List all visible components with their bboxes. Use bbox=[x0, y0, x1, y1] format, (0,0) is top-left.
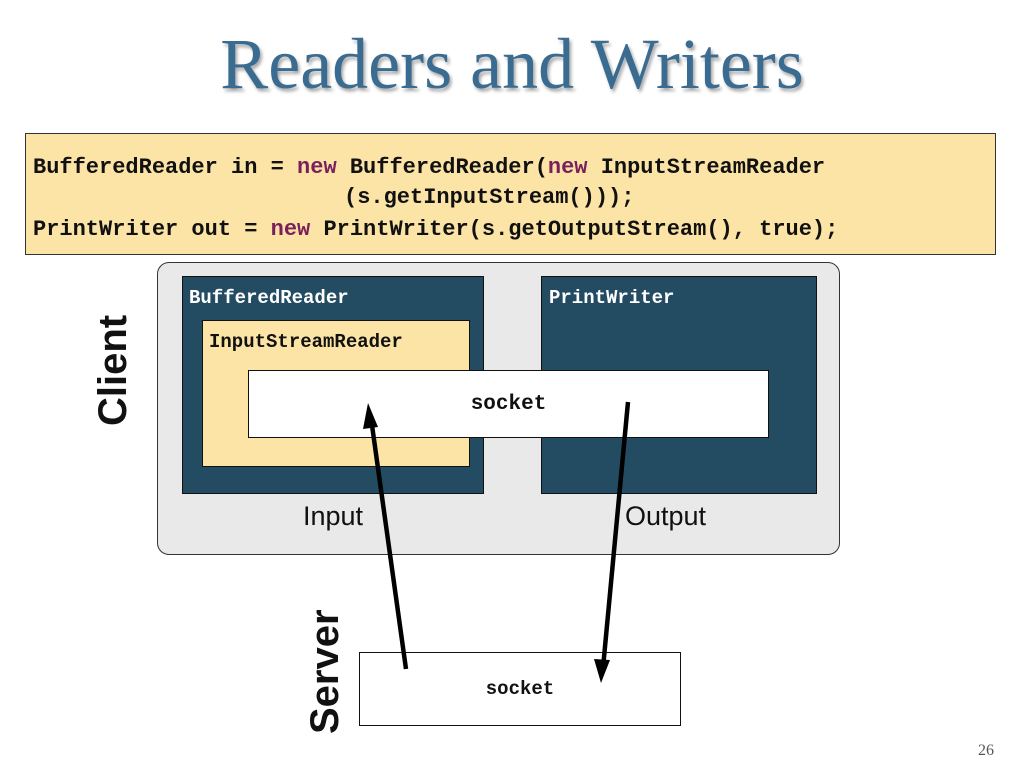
print-writer-label: PrintWriter bbox=[549, 287, 675, 309]
client-socket-box: socket bbox=[248, 370, 769, 438]
client-socket-label: socket bbox=[470, 392, 547, 416]
page-number: 26 bbox=[978, 742, 994, 759]
code-keyword: new bbox=[297, 155, 337, 180]
code-text: InputStreamReader bbox=[587, 155, 826, 180]
server-label: Server bbox=[303, 609, 347, 734]
code-line-1: BufferedReader in = new BufferedReader(n… bbox=[33, 157, 825, 179]
code-text: PrintWriter(s.getOutputStream(), true); bbox=[310, 217, 839, 242]
code-snippet: BufferedReader in = new BufferedReader(n… bbox=[25, 133, 996, 255]
slide-title: Readers and Writers bbox=[220, 24, 804, 104]
code-line-3: PrintWriter out = new PrintWriter(s.getO… bbox=[33, 219, 838, 241]
input-label: Input bbox=[303, 501, 364, 531]
output-label: Output bbox=[625, 501, 707, 531]
server-socket-box: socket bbox=[359, 652, 681, 726]
code-keyword: new bbox=[547, 155, 588, 180]
buffered-reader-label: BufferedReader bbox=[189, 287, 349, 309]
code-text: PrintWriter out = bbox=[33, 217, 271, 242]
code-text: BufferedReader in = bbox=[33, 155, 298, 180]
server-socket-label: socket bbox=[485, 678, 555, 700]
code-text: (s.getInputStream())); bbox=[344, 185, 635, 210]
client-label: Client bbox=[91, 314, 135, 426]
code-text: BufferedReader( bbox=[336, 155, 548, 180]
code-line-2: (s.getInputStream())); bbox=[344, 187, 634, 209]
code-keyword: new bbox=[270, 217, 311, 242]
input-stream-reader-label: InputStreamReader bbox=[209, 331, 403, 353]
